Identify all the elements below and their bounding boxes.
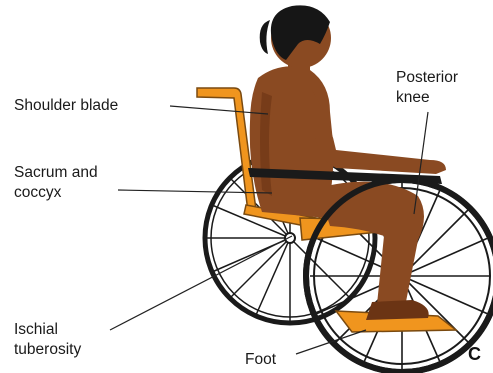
label-foot: Foot bbox=[245, 350, 276, 370]
ischial-tuberosity-leader bbox=[110, 236, 292, 330]
panel-letter: C bbox=[468, 344, 481, 365]
label-shoulder-blade: Shoulder blade bbox=[14, 96, 118, 116]
label-sacrum-coccyx: Sacrum and coccyx bbox=[14, 163, 98, 203]
label-ischial-tuberosity: Ischial tuberosity bbox=[14, 320, 81, 360]
label-posterior-knee: Posterior knee bbox=[396, 68, 458, 108]
seated-person bbox=[250, 5, 446, 320]
